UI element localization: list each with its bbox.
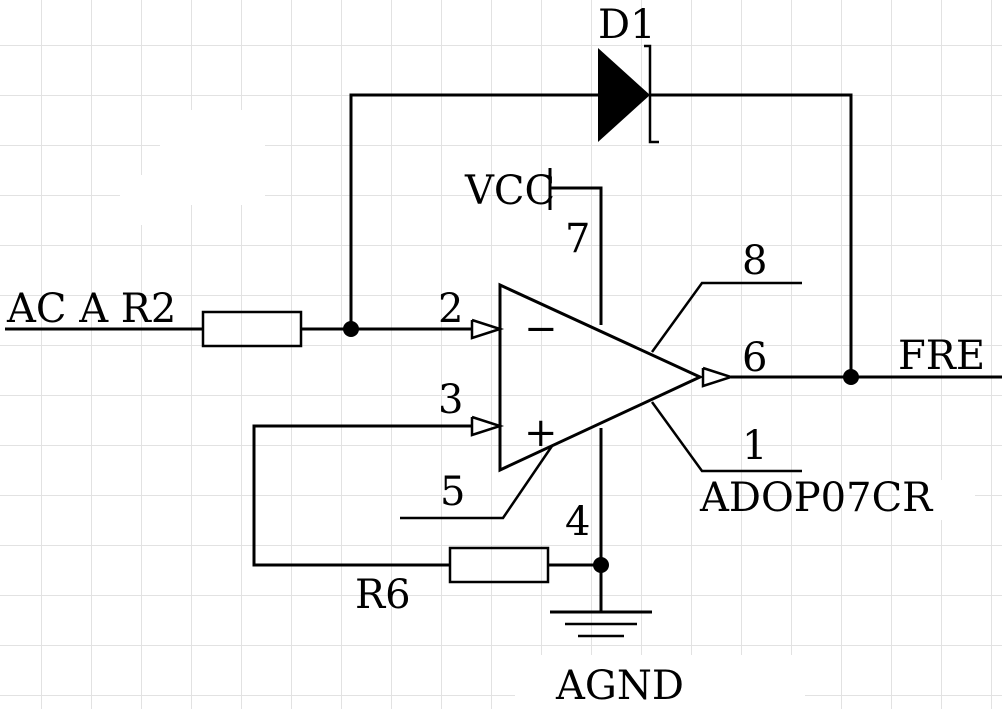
plus-sign: + <box>524 410 558 456</box>
blank-patch <box>120 175 180 225</box>
pin2-arrow <box>470 318 505 340</box>
vcc-label: VCC <box>464 168 555 214</box>
pin3-arrow <box>470 415 505 437</box>
resistor-r2 <box>201 310 303 348</box>
feedback-wire-right <box>650 93 853 377</box>
output-net-label: FRE <box>898 333 985 379</box>
pin5-number: 5 <box>440 469 465 515</box>
minus-sign: − <box>524 306 558 352</box>
pin6-arrow <box>701 366 736 388</box>
pin2-number: 2 <box>438 286 463 332</box>
pin8-wire <box>650 281 802 353</box>
vcc-wire <box>550 186 603 325</box>
blank-patch <box>900 480 975 520</box>
input-label: AC A R2 <box>6 286 176 332</box>
noninverting-feedback-wire <box>252 424 472 567</box>
diode-label: D1 <box>598 2 656 48</box>
pin8-number: 8 <box>742 238 767 284</box>
pin7-number: 7 <box>565 216 590 262</box>
pin5-wire <box>400 445 554 520</box>
blank-patch <box>515 655 805 709</box>
ground-label: AGND <box>555 663 684 709</box>
diode-d1 <box>598 48 650 142</box>
opamp-part-label: ADOP07CR <box>699 475 934 521</box>
pin3-number: 3 <box>438 377 463 423</box>
opamp-body <box>498 282 704 473</box>
resistor-r6 <box>448 546 550 584</box>
junction-dot <box>843 369 859 385</box>
pin1-number: 1 <box>742 423 767 469</box>
pin1-wire <box>650 401 802 473</box>
pin6-number: 6 <box>742 335 767 381</box>
pin4-number: 4 <box>565 499 590 545</box>
feedback-wire-left <box>349 93 598 329</box>
resistor-r6-label: R6 <box>355 572 411 618</box>
